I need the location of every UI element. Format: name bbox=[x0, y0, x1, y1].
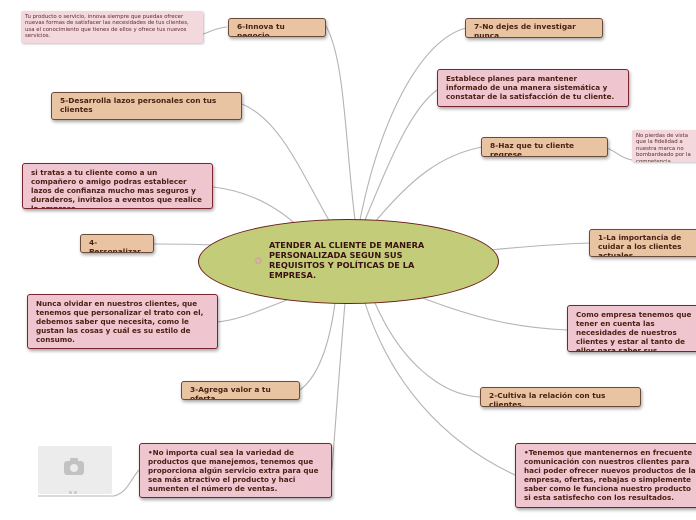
topic-importancia[interactable]: 1-La importancia de cuidar a los cliente… bbox=[589, 229, 696, 257]
topic-cultiva-label: 2-Cultiva la relación con tus clientes. bbox=[489, 391, 605, 407]
note-innova-text: Tu producto o servicio, innova siempre q… bbox=[25, 14, 189, 39]
topic-servicio[interactable]: •No importa cual sea la variedad de prod… bbox=[139, 443, 332, 498]
image-placeholder[interactable] bbox=[38, 446, 112, 494]
note-innova[interactable]: Tu producto o servicio, innova siempre q… bbox=[21, 11, 203, 43]
central-topic-text: ATENDER AL CLIENTE DE MANERA PERSONALIZA… bbox=[269, 240, 459, 280]
topic-companero-label: si tratas a tu cliente como a un compañe… bbox=[31, 168, 202, 209]
topic-importancia-label: 1-La importancia de cuidar a los cliente… bbox=[598, 233, 681, 257]
topic-planes[interactable]: Establece planes para mantener informado… bbox=[437, 69, 629, 107]
topic-personalizar[interactable]: 4-Personalizar bbox=[80, 234, 154, 253]
topic-investigar[interactable]: 7-No dejes de investigar nunca bbox=[465, 18, 603, 38]
camera-icon bbox=[64, 461, 84, 475]
topic-empresa[interactable]: Como empresa tenemos que tener en cuenta… bbox=[567, 305, 696, 352]
topic-frecuente[interactable]: •Tenemos que mantenernos en frecuente co… bbox=[515, 443, 696, 508]
topic-lazos[interactable]: 5-Desarrolla lazos personales con tus cl… bbox=[51, 92, 242, 120]
topic-icon: ✿ bbox=[254, 256, 266, 268]
topic-frecuente-label: •Tenemos que mantenernos en frecuente co… bbox=[524, 448, 696, 502]
topic-cultiva[interactable]: 2-Cultiva la relación con tus clientes. bbox=[480, 387, 641, 407]
topic-servicio-label: •No importa cual sea la variedad de prod… bbox=[148, 448, 318, 493]
note-regrese-text: No pierdas de vista que la fidelidad a n… bbox=[636, 133, 691, 162]
topic-empresa-label: Como empresa tenemos que tener en cuenta… bbox=[576, 310, 691, 352]
topic-valor[interactable]: 3-Agrega valor a tu oferta. bbox=[181, 381, 300, 400]
image-dots bbox=[69, 479, 79, 482]
topic-valor-label: 3-Agrega valor a tu oferta. bbox=[190, 385, 271, 400]
topic-regrese-label: 8-Haz que tu cliente regrese bbox=[490, 141, 574, 157]
topic-lazos-label: 5-Desarrolla lazos personales con tus cl… bbox=[60, 96, 216, 114]
topic-olvidar[interactable]: Nunca olvidar en nuestros clientes, que … bbox=[27, 294, 218, 349]
topic-regrese[interactable]: 8-Haz que tu cliente regrese bbox=[481, 137, 608, 157]
topic-companero[interactable]: si tratas a tu cliente como a un compañe… bbox=[22, 163, 213, 209]
note-regrese[interactable]: No pierdas de vista que la fidelidad a n… bbox=[632, 130, 696, 162]
topic-innova[interactable]: 6-Innova tu negocio. bbox=[228, 18, 326, 37]
topic-personalizar-label: 4-Personalizar bbox=[89, 238, 141, 253]
topic-olvidar-label: Nunca olvidar en nuestros clientes, que … bbox=[36, 299, 203, 344]
topic-investigar-label: 7-No dejes de investigar nunca bbox=[474, 22, 576, 38]
topic-innova-label: 6-Innova tu negocio. bbox=[237, 22, 285, 37]
central-topic[interactable]: ✿ ATENDER AL CLIENTE DE MANERA PERSONALI… bbox=[198, 219, 499, 304]
topic-planes-label: Establece planes para mantener informado… bbox=[446, 74, 614, 101]
